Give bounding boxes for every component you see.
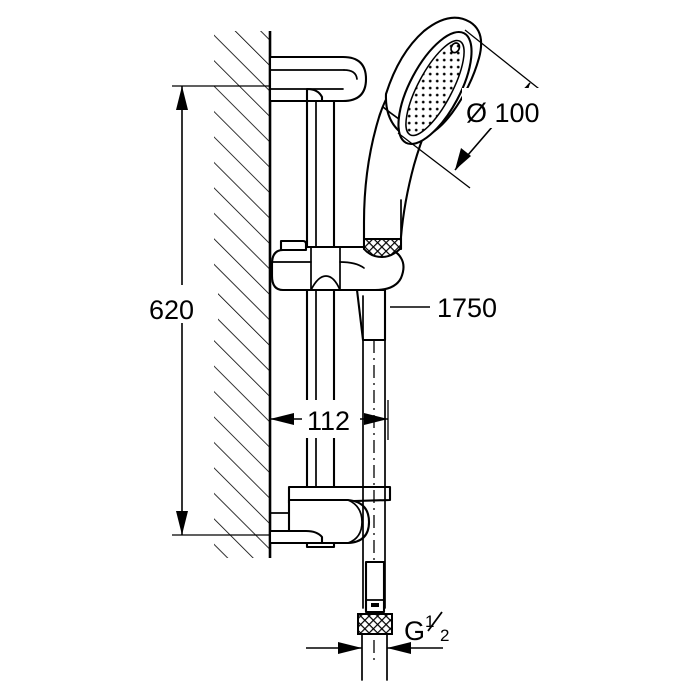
handshower-knurled-connector xyxy=(363,238,402,259)
bottom-bracket-round-edge xyxy=(347,499,363,544)
hose-outlet-spigot xyxy=(355,288,387,342)
top-bracket-rail-collar xyxy=(305,87,324,103)
spray-hole-field xyxy=(405,39,465,137)
spray-face-diameter: Ø 100 xyxy=(397,29,590,189)
dim-620-label: 620 xyxy=(149,295,194,325)
rail-tube xyxy=(305,55,336,549)
holder-cradle-notch xyxy=(310,275,341,291)
dim-620-arrow-bottom xyxy=(176,511,188,535)
dim-d100-extline-upper xyxy=(464,29,544,93)
wall-offset-dimension: 112 xyxy=(270,400,389,440)
wall-section xyxy=(214,31,272,558)
dim-thread-arrow-right xyxy=(387,642,411,654)
hand-shower xyxy=(362,16,483,259)
dim-thread-arrow-left xyxy=(338,642,362,654)
hose-knurled-nut xyxy=(357,613,393,635)
dim-1750-label: 1750 xyxy=(437,293,497,323)
sliding-shower-holder xyxy=(270,239,405,342)
bottom-wall-bracket xyxy=(268,485,392,545)
dim-112-arrow-right xyxy=(364,413,388,425)
dim-112-label: 112 xyxy=(307,406,350,436)
holder-edge-right xyxy=(339,261,365,269)
dim-112-text-backdrop xyxy=(302,400,360,438)
dim-d100-arrow-lower xyxy=(455,148,471,170)
dim-thread-numerator: 1 xyxy=(425,612,434,631)
dim-112-arrow-left xyxy=(270,413,294,425)
dim-thread-denominator: 2 xyxy=(440,626,449,645)
dim-d100-text-backdrop xyxy=(462,88,590,128)
hose-end-marker xyxy=(371,603,379,607)
dim-d100-extline-lower xyxy=(397,132,471,189)
hose-length-callout: 1750 xyxy=(390,293,497,323)
dim-d100-label: Ø 100 xyxy=(466,98,540,128)
top-bracket-body xyxy=(268,55,368,103)
dim-620-arrow-top xyxy=(176,86,188,110)
holder-adjust-knob xyxy=(279,239,308,252)
top-wall-bracket xyxy=(268,55,368,103)
top-bracket-round-upper xyxy=(343,69,358,80)
spray-center-nozzle xyxy=(450,42,461,54)
hose-thread-size: G 1 2 xyxy=(306,611,449,654)
rail-height-dimension: 620 xyxy=(142,85,270,536)
shower-rail xyxy=(305,55,336,549)
dim-thread-prefix: G xyxy=(404,616,425,646)
shower-hose xyxy=(357,339,393,681)
dim-620-text-backdrop xyxy=(142,285,218,323)
holder-body xyxy=(270,245,405,292)
wall-hatching xyxy=(214,31,270,558)
bottom-bracket-foot xyxy=(268,529,324,545)
dim-thread-fraction-bar xyxy=(427,611,443,632)
